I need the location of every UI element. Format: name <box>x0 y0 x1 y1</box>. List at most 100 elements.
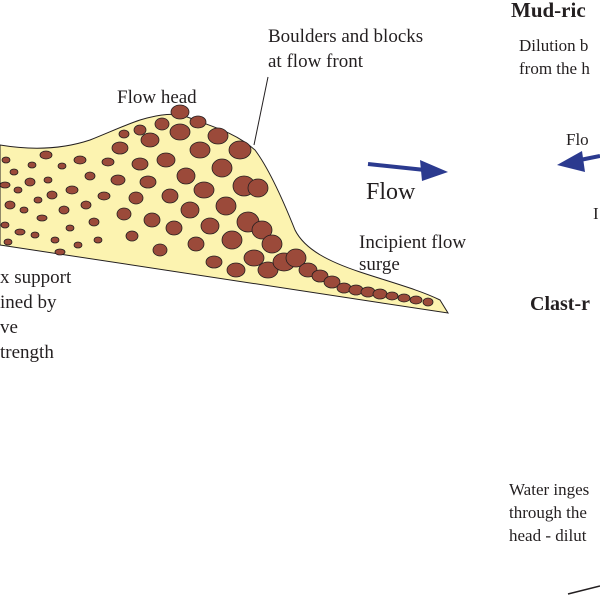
clast-boulder <box>36 214 48 222</box>
clast-boulder <box>65 185 79 195</box>
clast-boulder <box>397 293 411 303</box>
clast-boulder <box>176 167 196 185</box>
clast-boulder <box>385 291 399 301</box>
matrix-support-line3: ve <box>0 317 18 338</box>
matrix-support-line1: x support <box>0 267 72 288</box>
clast-boulder <box>4 200 16 210</box>
clast-boulder <box>311 269 329 283</box>
clast-boulder <box>200 217 220 235</box>
clast-boulder <box>0 181 11 189</box>
clast-boulder <box>261 234 283 254</box>
clast-boulder <box>228 140 252 160</box>
clast-boulder <box>125 230 139 242</box>
clast-boulder <box>133 124 147 136</box>
clast-boulder <box>3 238 13 246</box>
clast-boulder <box>189 141 211 159</box>
clast-boulder <box>161 188 179 204</box>
partial-glyph: I <box>593 204 599 223</box>
clast-boulder <box>323 275 341 289</box>
clast-boulder <box>226 262 246 278</box>
clast-boulder <box>156 152 176 168</box>
clast-boulder <box>9 168 19 176</box>
boulders-leader-line <box>253 76 269 146</box>
clast-boulder <box>221 230 243 250</box>
clast-boulder <box>285 248 307 268</box>
boulders-label-line1: Boulders and blocks <box>268 26 424 47</box>
water-label-line2: through the <box>509 503 587 522</box>
clast-boulder <box>46 190 58 200</box>
clast-boulder <box>24 177 36 187</box>
clast-boulder <box>180 201 200 219</box>
clast-boulder <box>65 224 75 232</box>
clast-boulder <box>54 248 66 256</box>
clast-boulder <box>251 220 273 240</box>
clast-boulder <box>111 141 129 155</box>
matrix-support-line2: ined by <box>0 292 57 313</box>
clast-boulder <box>43 176 53 184</box>
clast-group <box>0 104 434 307</box>
clast-boulder <box>1 156 11 164</box>
clast-boulder <box>409 295 423 305</box>
clast-boulder <box>154 117 170 131</box>
flow-head-label: Flow head <box>117 87 197 108</box>
clast-boulder <box>243 249 265 267</box>
clast-boulder <box>30 231 40 239</box>
clast-boulder <box>80 200 92 210</box>
arrow-left-icon <box>557 151 600 172</box>
clast-boulder <box>205 255 223 269</box>
clast-boulder <box>189 115 207 129</box>
clast-boulder <box>73 155 87 165</box>
clast-boulder <box>73 241 83 249</box>
clast-boulder <box>0 221 10 229</box>
dilution-label-line2: from the h <box>519 59 590 78</box>
clast-boulder <box>13 186 23 194</box>
clast-boulder <box>215 196 237 216</box>
clast-boulder <box>101 157 115 167</box>
flow-right-label: Flo <box>566 130 589 149</box>
matrix-support-line4: trength <box>0 342 54 363</box>
clast-boulder <box>33 196 43 204</box>
water-label-line1: Water inges <box>509 480 590 499</box>
clast-boulder <box>57 162 67 170</box>
flow-label: Flow <box>366 179 416 205</box>
clast-boulder <box>165 220 183 236</box>
incipient-label-line2: surge <box>359 254 400 275</box>
clast-boulder <box>93 236 103 244</box>
incipient-label-line1: Incipient flow <box>359 232 467 253</box>
clast-boulder <box>193 181 215 199</box>
clast-boulder <box>128 191 144 205</box>
clast-boulder <box>247 178 269 198</box>
clast-boulder <box>19 206 29 214</box>
clast-boulder <box>170 104 190 120</box>
mud-rich-heading: Mud-ric <box>511 0 586 22</box>
arrow-right-icon <box>367 160 448 181</box>
clast-boulder <box>14 228 26 236</box>
clast-boulder <box>131 157 149 171</box>
clast-boulder <box>207 127 229 145</box>
clast-boulder <box>97 191 111 201</box>
clast-boulder <box>187 236 205 252</box>
boulders-label-line2: at flow front <box>268 51 363 72</box>
clast-boulder <box>118 129 130 139</box>
clast-boulder <box>58 205 70 215</box>
water-label-line3: head - dilut <box>509 526 587 545</box>
clast-boulder <box>50 236 60 244</box>
clast-boulder <box>169 123 191 141</box>
clast-boulder <box>152 243 168 257</box>
dilution-label-line1: Dilution b <box>519 36 589 55</box>
partial-line <box>567 585 600 595</box>
clast-boulder <box>422 297 434 307</box>
clast-boulder <box>140 132 160 148</box>
clast-boulder <box>88 217 100 227</box>
clast-boulder <box>116 207 132 221</box>
clast-boulder <box>27 161 37 169</box>
clast-boulder <box>143 212 161 228</box>
clast-heading: Clast-r <box>530 293 590 315</box>
clast-boulder <box>372 288 388 300</box>
clast-boulder <box>39 150 53 160</box>
clast-boulder <box>110 174 126 186</box>
clast-boulder <box>139 175 157 189</box>
clast-boulder <box>84 171 96 181</box>
clast-boulder <box>211 158 233 178</box>
